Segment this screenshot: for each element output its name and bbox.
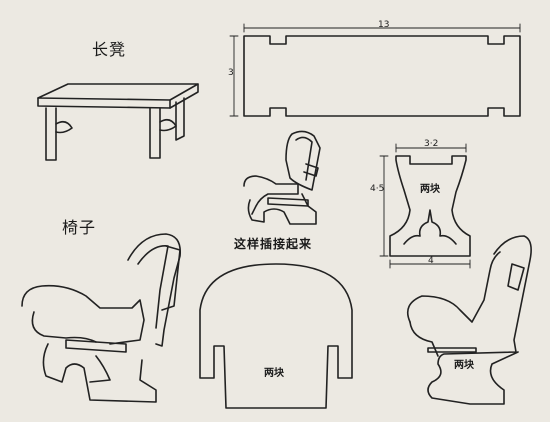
chair-side-piece-count: 两块 (454, 360, 474, 371)
chair-title: 椅子 (62, 218, 97, 237)
leg-top-width-label: 3·2 (424, 139, 439, 149)
chair-back-drawing (199, 263, 353, 409)
chair-back-piece-count: 两块 (264, 368, 284, 379)
leg-piece-drawing (379, 143, 471, 269)
leg-height-label: 4·5 (370, 184, 385, 194)
leg-piece-count: 两块 (420, 184, 440, 195)
small-chair-drawing (243, 130, 321, 225)
bench-top-plan (229, 23, 521, 117)
assembly-caption: 这样插接起来 (234, 237, 313, 251)
leg-bottom-width-label: 4 (428, 256, 434, 266)
bench-title: 长凳 (92, 40, 127, 59)
bench-drawing (37, 83, 199, 161)
large-chair-drawing (21, 233, 182, 403)
bench-top-length-label: 13 (378, 20, 390, 30)
bench-top-width-label: 3 (228, 68, 234, 78)
chair-side-drawing (406, 235, 532, 405)
